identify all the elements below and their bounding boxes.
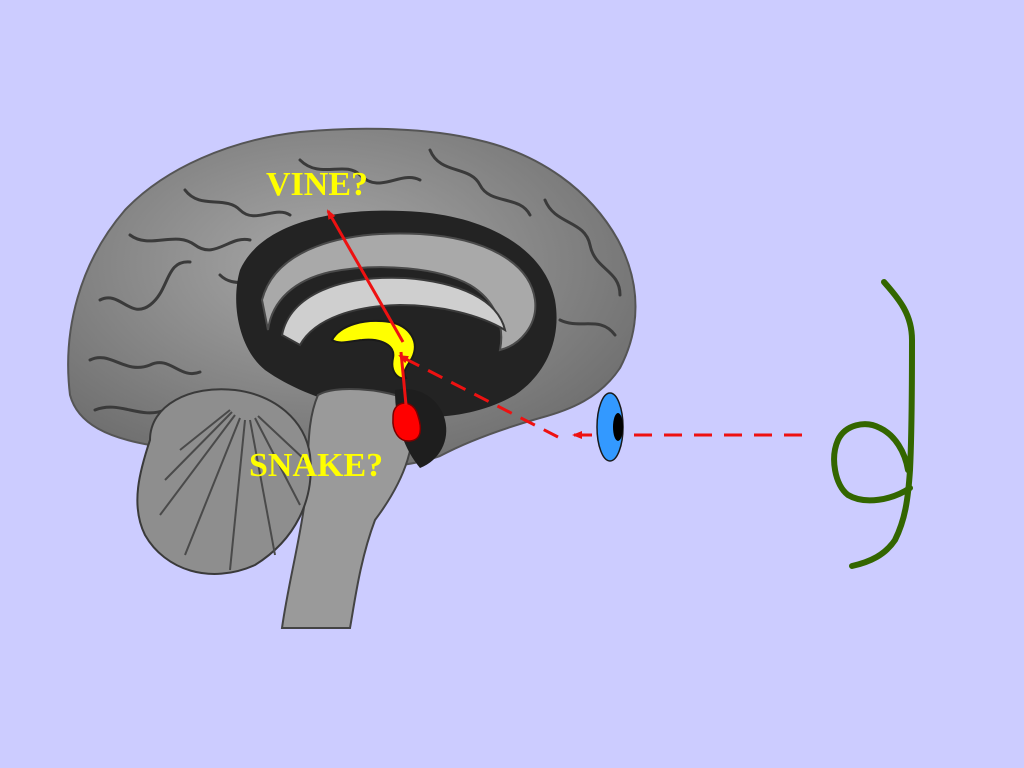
- coiled-object: [831, 279, 915, 569]
- cingulate-gyrus: [260, 232, 537, 352]
- corpus-callosum: [280, 276, 507, 347]
- brain-section: [67, 127, 637, 629]
- pathway-eye-to-thalamus: [398, 354, 559, 439]
- amygdala-highlight: [392, 402, 422, 442]
- label-vine: VINE?: [266, 166, 369, 203]
- cerebellum: [136, 388, 312, 575]
- pathway-thalamus-to-cortex: [326, 209, 405, 343]
- eye-icon: [596, 392, 624, 462]
- label-snake: SNAKE?: [249, 447, 384, 484]
